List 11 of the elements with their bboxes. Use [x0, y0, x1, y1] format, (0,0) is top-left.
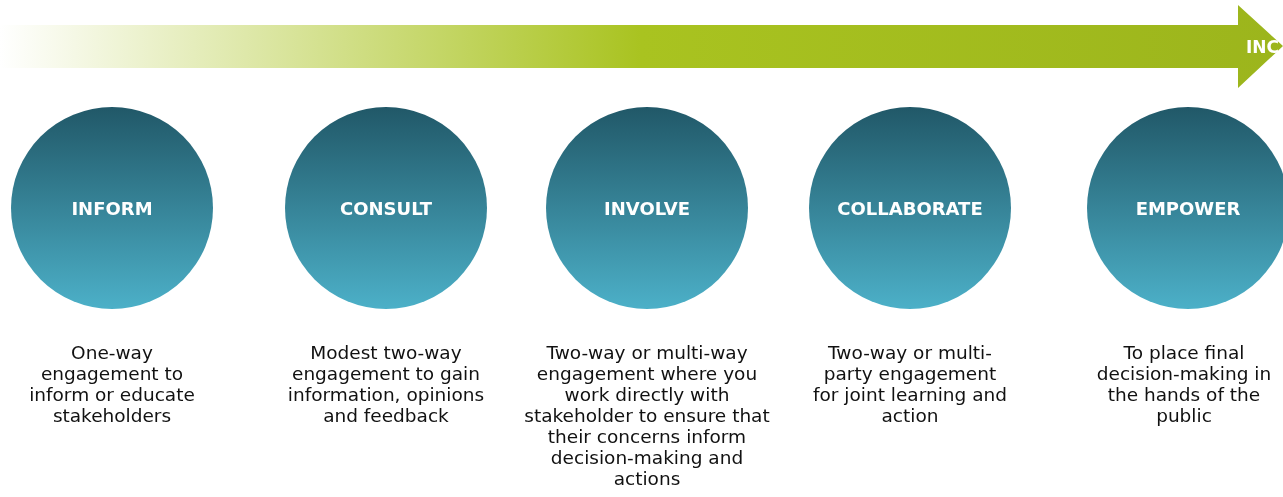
stage-title: COLLABORATE	[837, 197, 983, 219]
arrow-label: INC	[1245, 37, 1279, 57]
stage-description: One-way engagement to inform or educate stakeholders	[28, 342, 196, 426]
stage-description: Two-way or multi-way engagement where you work directly with stakeholder to ensure that their concerns inform decision-making and actions	[523, 342, 771, 489]
stage-title: CONSULT	[340, 197, 432, 219]
stage-description: To place final decision-making in the hands of the public	[1095, 342, 1273, 426]
stage-description: Modest two-way engagement to gain information, opinions and feedback	[286, 342, 486, 426]
stage-title: INVOLVE	[604, 197, 690, 219]
stage-description: Two-way or multi-party engagement for joint learning and action	[812, 342, 1008, 426]
stage-title: EMPOWER	[1135, 197, 1241, 219]
stage-title: INFORM	[71, 197, 153, 219]
